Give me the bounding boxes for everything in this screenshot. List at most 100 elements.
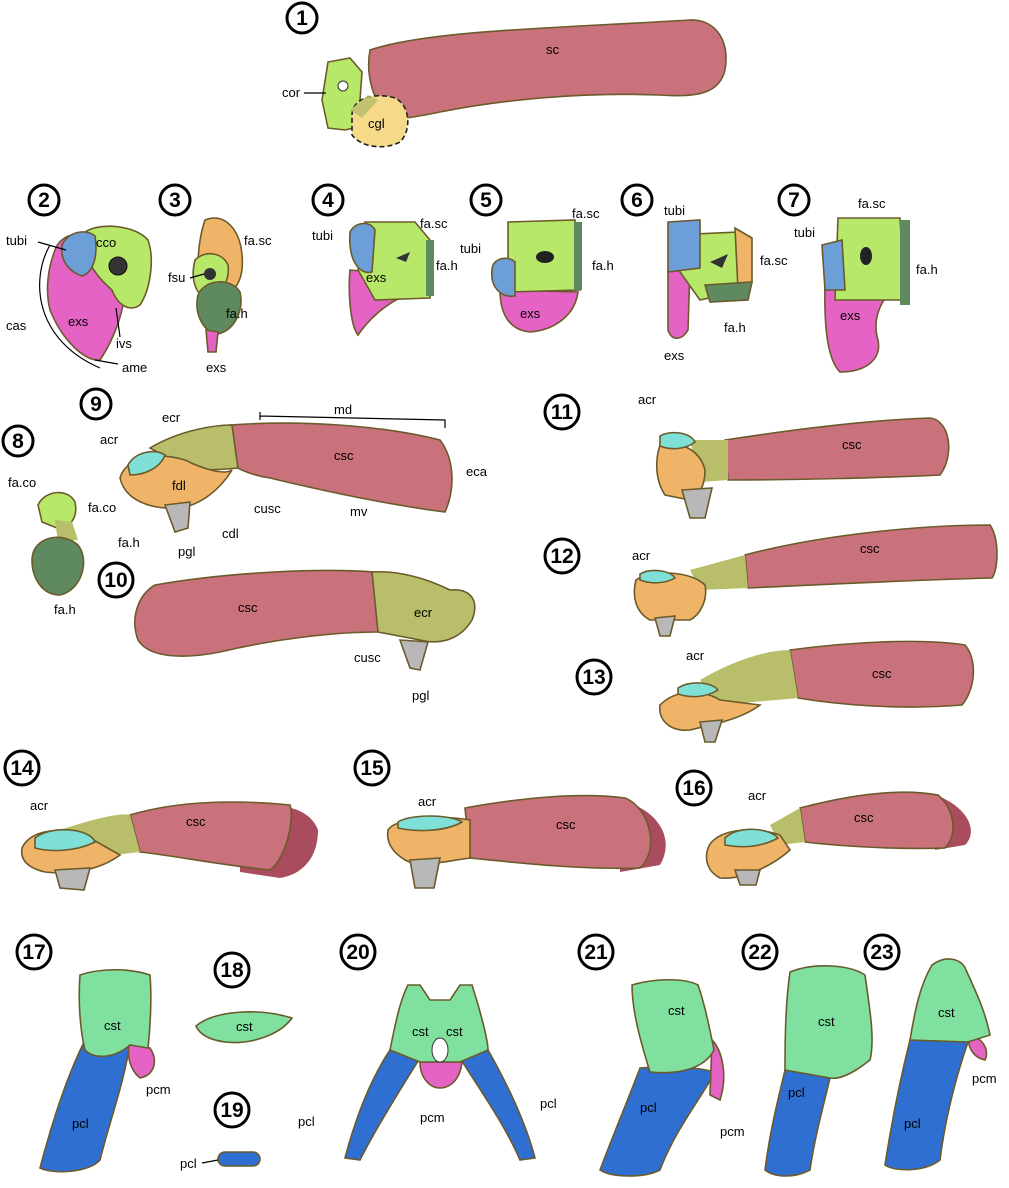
figure-number-16: 16 [675, 769, 713, 807]
figure-2-coracoid: tubi cco cas exs ivs ame [6, 225, 153, 375]
figure-number-23: 23 [863, 933, 901, 971]
label-exs: exs [664, 348, 685, 363]
svg-text:16: 16 [682, 777, 705, 800]
glenoid-pgl [733, 869, 762, 886]
glenoid-pgl [653, 615, 677, 637]
svg-text:3: 3 [169, 189, 181, 212]
label-ecr: ecr [414, 605, 433, 620]
svg-text:12: 12 [550, 545, 573, 568]
figure-number-3: 3 [158, 183, 192, 217]
clavicle-section [217, 1151, 261, 1167]
label-fa-sc: fa.sc [244, 233, 272, 248]
label-acr: acr [686, 648, 705, 663]
label-md: md [334, 402, 352, 417]
figure-3-coracoid: fa.sc fsu fa.h exs [168, 217, 272, 375]
label-exs: exs [840, 308, 861, 323]
acromion [397, 815, 464, 832]
humeral-facet [196, 281, 242, 335]
figure-number-5: 5 [469, 183, 503, 217]
acromion [677, 682, 720, 698]
acromion [724, 828, 780, 848]
pcm [419, 1061, 463, 1089]
svg-text:15: 15 [360, 757, 384, 780]
figure-14-scapula: acr csc [20, 798, 318, 891]
figure-number-9: 9 [79, 387, 113, 421]
label-exs: exs [206, 360, 227, 375]
tuberosity [349, 222, 376, 274]
clavicle-right [458, 1049, 537, 1161]
label-cco: cco [96, 235, 116, 250]
figure-12-scapula: acr csc [632, 524, 998, 637]
figure-6-coracoid: tubi fa.sc fa.h exs [664, 203, 788, 363]
label-fa-h: fa.h [54, 602, 76, 617]
figure-15-scapula: acr csc [386, 794, 666, 889]
figure-11-scapula: acr csc [638, 392, 950, 519]
figure-9-scapula: ecr acr md csc eca fdl cusc mv fa.co fa.… [88, 402, 488, 559]
label-cgl: cgl [368, 116, 385, 131]
label-cst: cst [818, 1014, 835, 1029]
figure-number-4: 4 [311, 183, 345, 217]
figure-number-11: 11 [543, 393, 581, 431]
label-exs: exs [68, 314, 89, 329]
label-pcm: pcm [972, 1071, 997, 1086]
figure-22-clavicle-sternum: cst pcl [764, 965, 873, 1177]
label-csc: csc [842, 437, 862, 452]
label-tubi: tubi [664, 203, 685, 218]
label-cusc: cusc [354, 650, 381, 665]
pcm [709, 1038, 725, 1102]
sternum [389, 984, 489, 1063]
svg-text:5: 5 [480, 189, 492, 212]
glenoid-olive-overlap [350, 95, 378, 118]
label-ivs: ivs [116, 336, 132, 351]
label-csc: csc [872, 666, 892, 681]
foramen [536, 251, 554, 263]
figure-number-8: 8 [1, 424, 35, 458]
acromion [659, 431, 697, 450]
figure-number-14: 14 [3, 749, 41, 787]
label-fa-h: fa.h [118, 535, 140, 550]
label-pcl: pcl [180, 1156, 197, 1171]
label-csc: csc [556, 817, 576, 832]
scapula-blade [134, 569, 379, 657]
humeral-facet [703, 281, 754, 303]
sternum [78, 969, 152, 1058]
expansion [824, 284, 898, 373]
figure-number-1: 1 [285, 1, 319, 35]
figure-number-17: 17 [15, 933, 53, 971]
label-tubi: tubi [6, 233, 27, 248]
label-fsu: fsu [168, 270, 185, 285]
tuberosity [821, 238, 846, 291]
label-tubi: tubi [312, 228, 333, 243]
figure-number-12: 12 [543, 537, 581, 575]
label-cst: cst [668, 1003, 685, 1018]
foramen [710, 254, 728, 268]
figure-18-sternum-section: cst [195, 1011, 294, 1044]
label-cst-left: cst [412, 1024, 429, 1039]
label-fa-h: fa.h [724, 320, 746, 335]
label-pcl-right: pcl [540, 1096, 557, 1111]
svg-text:23: 23 [870, 941, 893, 964]
foramen [860, 247, 872, 265]
acromion [34, 828, 96, 852]
clavicle [599, 1066, 717, 1177]
svg-text:9: 9 [90, 393, 102, 416]
svg-text:22: 22 [748, 941, 771, 964]
svg-text:6: 6 [631, 189, 643, 212]
sternum [784, 965, 873, 1080]
figure-number-7: 7 [777, 183, 811, 217]
figure-20-pectoral-girdle: cst cst pcl pcm pcl [298, 984, 557, 1161]
expansion [205, 329, 219, 353]
foramen-fsu [108, 256, 128, 276]
svg-text:1: 1 [296, 7, 308, 30]
label-cst: cst [236, 1019, 253, 1034]
olive-neck [700, 650, 798, 705]
label-exs: exs [520, 306, 541, 321]
label-pcl: pcl [904, 1116, 921, 1131]
scapula-blade [789, 640, 975, 708]
scapula-blade [367, 19, 727, 120]
figure-13-scapula: acr csc [659, 640, 975, 743]
svg-text:21: 21 [584, 941, 608, 964]
glenoid-pgl [398, 639, 430, 671]
label-fa-sc: fa.sc [858, 196, 886, 211]
